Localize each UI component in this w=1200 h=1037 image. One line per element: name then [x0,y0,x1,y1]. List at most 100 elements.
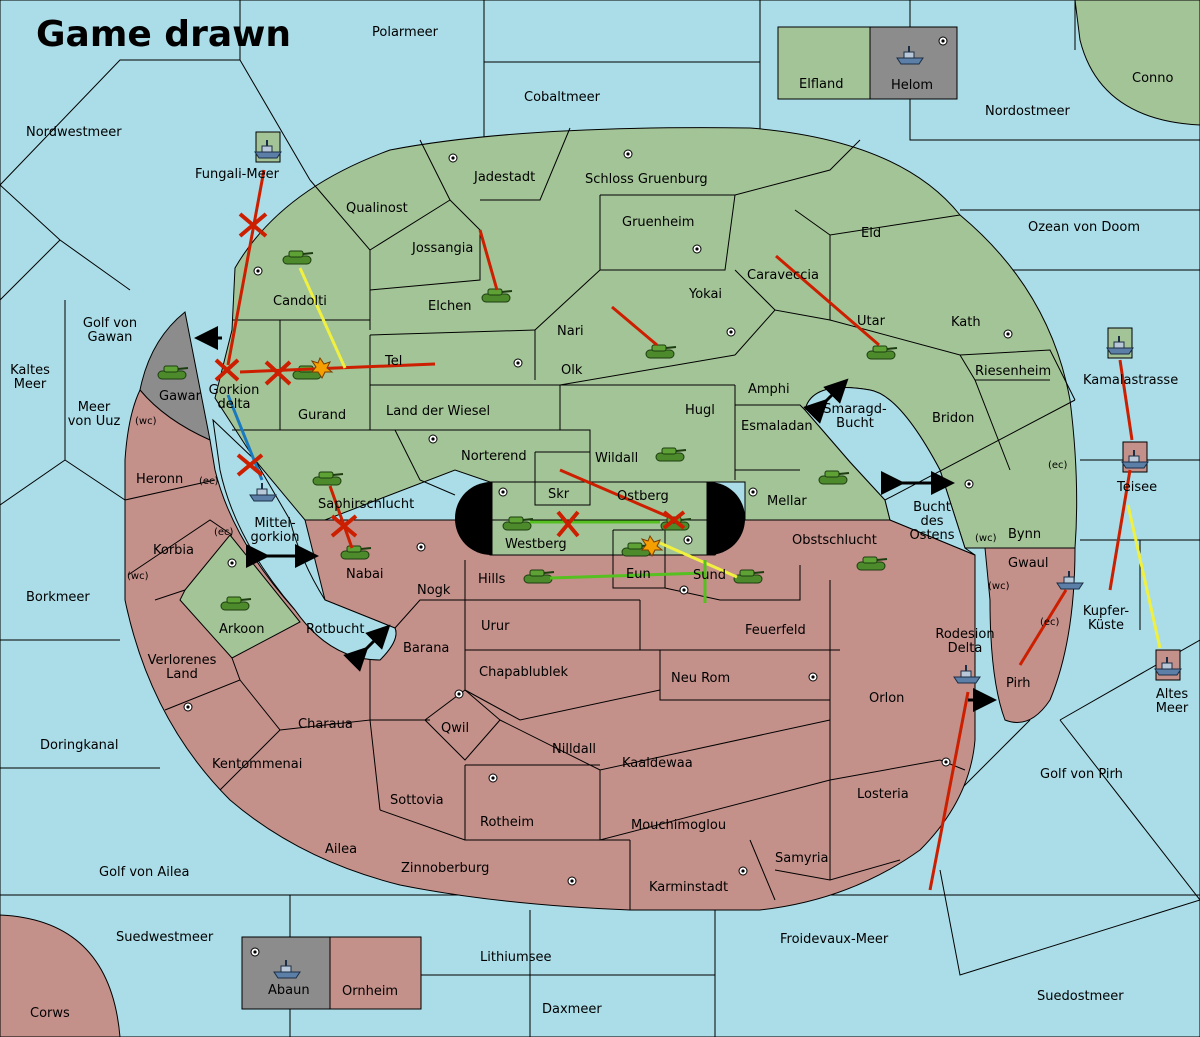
label-ailea: Ailea [325,842,357,857]
label-kupfer-kuste: Kupfer-Küste [1083,604,1129,633]
move-order-arrow [328,485,354,549]
label-kath: Kath [951,315,981,330]
label-gurand: Gurand [298,408,346,423]
failed-x-icon [662,510,686,530]
label-bridon: Bridon [932,411,974,426]
label-losteria: Losteria [857,787,909,802]
label-heronn: Heronn [136,472,183,487]
failed-x-icon [238,212,268,238]
supply-center-icon [683,535,693,545]
supply-center-icon [448,153,458,163]
arkoon-region[interactable] [179,534,301,659]
label-line: von Uuz [68,414,121,429]
label-line: Land [166,667,198,682]
label-rotheim: Rotheim [480,815,534,830]
supply-center-icon [679,585,689,595]
move-order-arrow [226,169,266,366]
dislodge-burst-icon [640,534,664,557]
move-order-arrow [559,468,670,519]
label-schloss-gruenburg: Schloss Gruenburg [585,172,708,187]
label-pirh: Pirh [1006,676,1031,691]
label-teisee: Teisee [1116,480,1157,495]
label-line: delta [218,397,251,412]
label-nordostmeer: Nordostmeer [985,104,1071,119]
supply-center-icon [183,702,193,712]
label-corws: Corws [30,1006,70,1021]
failed-x-icon [236,453,264,477]
label-polarmeer: Polarmeer [372,25,439,40]
label-charaua: Charaua [298,717,353,732]
label-line: Delta [948,641,983,656]
label-line: Altes [1156,687,1189,702]
label-kentommenai: Kentommenai [212,757,302,772]
label-gwaul: Gwaul [1008,556,1049,571]
sea-border [64,459,126,501]
label-ostberg: Ostberg [617,489,669,504]
label-line: Meer [1156,701,1189,716]
conno-region[interactable] [1074,0,1200,126]
label-jadestadt: Jadestadt [473,170,535,185]
label-line: Golf von [83,316,137,331]
label-nilldall: Nilldall [552,742,596,757]
label-line: Meer [78,400,111,415]
coast-tag: (wc) [135,416,157,427]
move-order-arrow [1018,589,1068,666]
supply-center-icon [416,542,426,552]
label-line: des [920,514,943,529]
convoy-order-line [549,571,706,580]
coast-tag: (ec) [214,527,234,538]
label-nordwestmeer: Nordwestmeer [26,125,122,140]
supply-center-icon [567,876,577,886]
move-order-arrow [226,394,264,481]
support-order-line [1126,504,1162,649]
failed-x-icon [214,358,240,382]
label-eld: Eld [861,226,881,241]
supply-center-icon [428,434,438,444]
supply-center-icon [808,672,818,682]
label-ornheim: Ornheim [342,984,398,999]
failed-x-icon [330,514,358,538]
label-line: Verlorenes [148,653,217,668]
sea-border [0,239,61,301]
label-nogk: Nogk [417,583,451,598]
label-line: Bucht [913,500,951,515]
label-candolti: Candolti [273,294,327,309]
label-cobaltmeer: Cobaltmeer [524,90,601,105]
label-riesenheim: Riesenheim [975,364,1051,379]
label-nabai: Nabai [346,567,384,582]
label-mittel-gorkion: Mittel-gorkion [251,516,300,545]
coast-tag: (wc) [975,533,997,544]
support-order-line [659,541,738,579]
gwaul-pirh-region[interactable] [984,547,1076,723]
label-line: Smaragd- [823,402,887,417]
adjacency-double-arrow-icon [343,624,391,672]
label-helom: Helom [891,78,933,93]
label-kaaldewaa: Kaaldewaa [622,756,693,771]
supply-center-icon [726,327,736,337]
label-line: Gawan [88,330,133,345]
label-hugl: Hugl [685,403,715,418]
label-elchen: Elchen [428,299,471,314]
label-borkmeer: Borkmeer [26,590,90,605]
game-status-title: Game drawn [36,14,291,55]
label-ozean-von-doom: Ozean von Doom [1028,220,1140,235]
label-line: Küste [1088,618,1124,633]
supply-center-icon [250,947,260,957]
label-zinnoberburg: Zinnoberburg [401,861,489,876]
ornheim-region[interactable] [329,936,422,1010]
label-fungali-meer: Fungali-Meer [195,167,280,182]
adjacency-arrows [194,326,997,712]
corws-region[interactable] [0,914,121,1037]
label-qwil: Qwil [441,721,469,736]
move-order-arrow [775,254,880,347]
dislodged-markers [310,356,664,557]
label-line: Ostens [909,528,954,543]
coast-tag: (ec) [1040,617,1060,628]
supply-center-icon [498,487,508,497]
supply-center-icon [227,558,237,568]
elfland-region[interactable] [777,26,871,100]
label-line: Kaltes [10,363,50,378]
territory-labels: Game drawn Polarmeer Elfland Helom Conno… [10,14,1189,1021]
